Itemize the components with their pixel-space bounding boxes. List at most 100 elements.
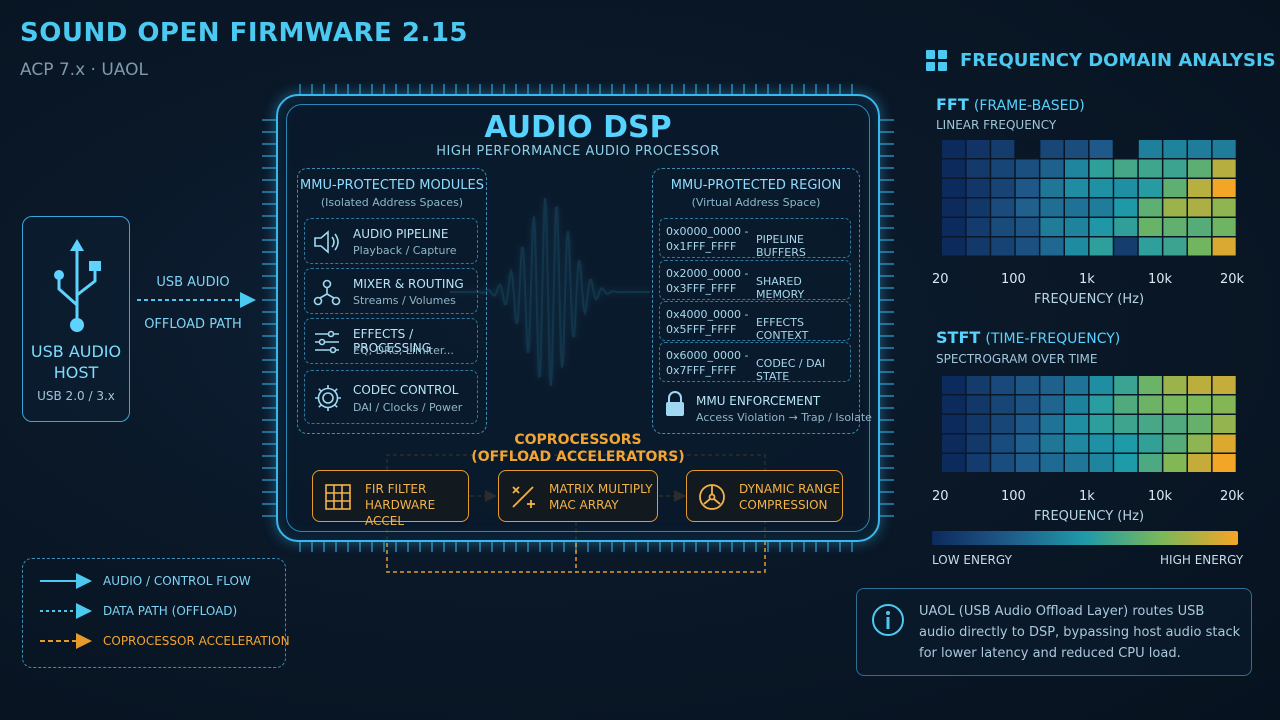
lock-icon [666, 391, 684, 416]
heatmap-cell [1040, 395, 1064, 414]
arrow-label-top: USB AUDIO [156, 275, 230, 290]
module-title: EFFECTS / PROCESSING [353, 327, 432, 355]
info-icon [872, 604, 904, 636]
heatmap-cell [1015, 179, 1039, 197]
heatmap-cell [966, 434, 990, 453]
heatmap-cell [1065, 218, 1089, 236]
heatmap-cell [942, 140, 966, 158]
heatmap-cell [1015, 395, 1039, 414]
routing-icon [313, 279, 341, 306]
stft-tick: 20k [1220, 489, 1245, 504]
heatmap-cell [1089, 140, 1113, 158]
heatmap-cell [991, 434, 1015, 453]
heatmap-cell [1015, 198, 1039, 217]
heatmap-cell [1040, 376, 1064, 394]
heatmap-cell [991, 395, 1015, 414]
fft-xlabel: FREQUENCY (Hz) [1033, 292, 1145, 307]
heatmap-cell [966, 198, 990, 217]
heatmap-cell [1163, 198, 1187, 217]
heatmap-cell [1163, 434, 1187, 453]
heatmap-cell [1015, 218, 1039, 236]
cop-line2: HARDWARE ACCEL [365, 498, 436, 528]
fft-tick: 20 [932, 272, 949, 287]
coprocessor-matrix-multiply: MATRIX MULTIPLY MAC ARRAY [498, 470, 658, 522]
fft-tick: 1k [1079, 272, 1095, 287]
heatmap-cell [991, 198, 1015, 217]
heatmap-cell [991, 140, 1015, 158]
heatmap-cell [1212, 218, 1236, 236]
heatmap-cell [1212, 198, 1236, 217]
stft-xlabel: FREQUENCY (Hz) [1033, 509, 1145, 524]
host-title-line2: HOST [53, 363, 99, 382]
heatmap-cell [1188, 140, 1212, 158]
heatmap-cell [1114, 395, 1138, 414]
heatmap-cell [966, 415, 990, 433]
region-name: PIPELINE BUFFERS [756, 233, 806, 259]
heatmap-cell [1138, 395, 1162, 414]
heatmap-cell [1089, 454, 1113, 472]
heatmap-cell [1015, 415, 1039, 433]
stft-tick: 10k [1148, 489, 1173, 504]
heatmap-cell [966, 140, 990, 158]
heatmap-cell [1188, 179, 1212, 197]
matrix-icon [512, 486, 535, 508]
legend-item: AUDIO / CONTROL FLOW [103, 574, 251, 588]
heatmap-cell [1040, 454, 1064, 472]
heatmap-cell [1212, 395, 1236, 414]
heatmap-cell [1163, 140, 1187, 158]
heatmap-cell [1089, 415, 1113, 433]
heatmap-cell [1065, 395, 1089, 414]
heatmap-cell [1212, 415, 1236, 433]
heatmap-cell [1065, 434, 1089, 453]
heatmap-cell [966, 179, 990, 197]
heatmap-cell [1114, 376, 1138, 394]
heatmap-cell [942, 434, 966, 453]
heatmap-cell [966, 159, 990, 178]
heatmap-cell [1138, 198, 1162, 217]
heatmap-cell [942, 159, 966, 178]
stft-subtitle: SPECTROGRAM OVER TIME [936, 352, 1098, 366]
modules-heading: MMU-PROTECTED MODULES [300, 178, 484, 193]
info-text: UAOL (USB Audio Offload Layer) routes US… [919, 604, 1241, 661]
heatmap-cell [1188, 395, 1212, 414]
fft-subtitle: LINEAR FREQUENCY [936, 118, 1057, 132]
fft-title-paren: (FRAME-BASED) [973, 98, 1085, 114]
heatmap-cell [1065, 159, 1089, 178]
page-subtitle: ACP 7.x · UAOL [20, 60, 148, 80]
grid-squares-icon [926, 50, 947, 71]
dsp-subtitle: HIGH PERFORMANCE AUDIO PROCESSOR [436, 144, 720, 159]
heatmap-cell [966, 395, 990, 414]
heatmap-cell [1040, 179, 1064, 197]
heatmap-cell [1138, 159, 1162, 178]
coprocessor-fir-filter: FIR FILTER HARDWARE ACCEL [312, 470, 469, 528]
heatmap-cell [1188, 237, 1212, 256]
heatmap-cell [1188, 415, 1212, 433]
heatmap-cell [1114, 434, 1138, 453]
addr-end: 0x3FFF_FFFF [666, 282, 737, 295]
heatmap-cell [1188, 198, 1212, 217]
heatmap-cell [1015, 434, 1039, 453]
addr-start: 0x4000_0000 - [666, 308, 749, 321]
cop-line1: MATRIX MULTIPLY [549, 482, 653, 496]
addr-start: 0x2000_0000 - [666, 267, 749, 280]
heatmap-cell [1089, 395, 1113, 414]
heatmap-cell [1163, 159, 1187, 178]
heatmap-cell [1212, 159, 1236, 178]
heatmap-cell [1065, 198, 1089, 217]
fft-tick: 100 [1001, 272, 1026, 287]
heatmap-cell [1212, 376, 1236, 394]
heatmap-cell [1114, 218, 1138, 236]
legend-item: DATA PATH (OFFLOAD) [103, 604, 238, 618]
heatmap-cell [1163, 454, 1187, 472]
heatmap-cell [1065, 237, 1089, 256]
addr-end: 0x7FFF_FFFF [666, 364, 737, 377]
heatmap-cell [1089, 159, 1113, 178]
heatmap-cell [966, 376, 990, 394]
module-sub: EQ, DRC, Limiter... [353, 344, 454, 357]
heatmap-cell [942, 415, 966, 433]
region-subheading: (Virtual Address Space) [691, 196, 821, 209]
module-sub: Streams / Volumes [353, 294, 456, 307]
heatmap-cell [1138, 415, 1162, 433]
heatmap-cell [1114, 454, 1138, 472]
heatmap-cell [1114, 159, 1138, 178]
